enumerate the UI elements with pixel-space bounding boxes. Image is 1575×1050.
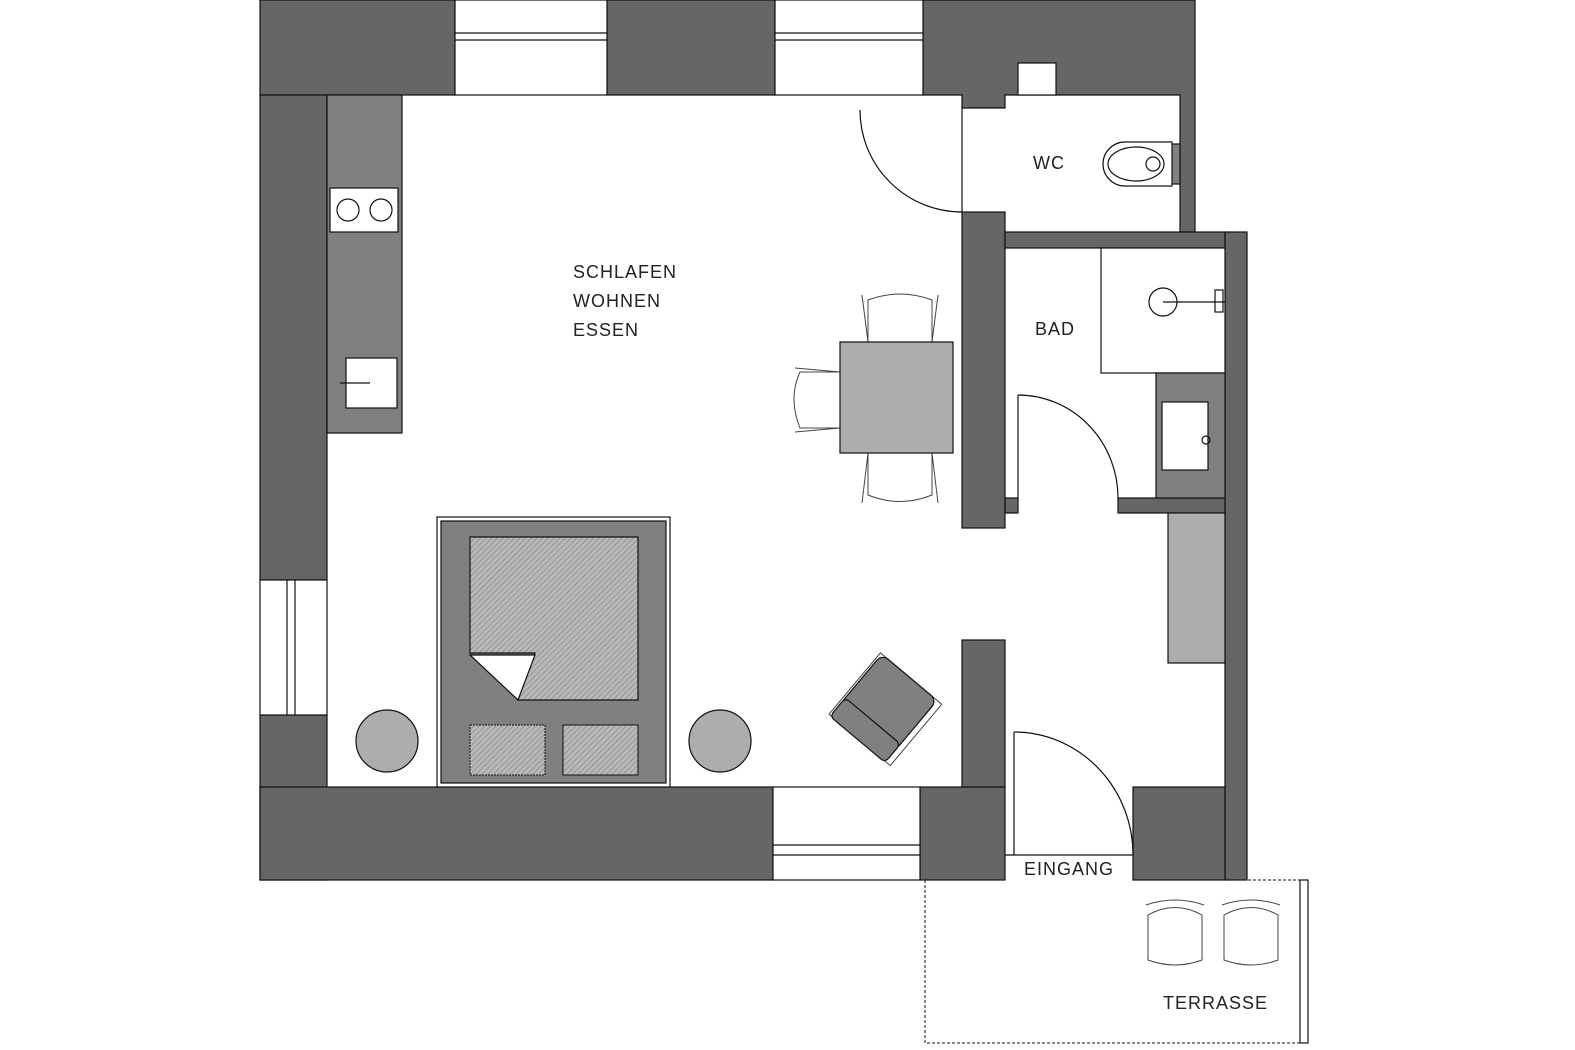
room-label-main-3: ESSEN [573,320,639,340]
terrace-chair-1 [1145,899,1205,966]
shower [1100,247,1226,374]
nightstand-left [355,709,419,773]
terrace [924,879,1309,1044]
walls [259,0,1248,881]
armchair [828,652,943,767]
bathroom-vanity [1155,372,1226,499]
kitchen-counter [326,94,403,434]
room-label-entrance: EINGANG [1024,859,1114,879]
room-label-main-2: WOHNEN [573,291,661,311]
doors [859,108,1134,856]
bed [436,516,671,788]
dining-set [793,293,954,504]
toilet [1102,141,1181,187]
room-label-main-1: SCHLAFEN [573,262,677,282]
room-label-bad: BAD [1035,319,1075,339]
wardrobe [1167,512,1226,664]
nightstand-right [688,709,752,773]
room-label-wc: WC [1033,153,1065,173]
room-label-terrace: TERRASSE [1163,993,1268,1013]
terrace-chair-2 [1221,899,1281,966]
windows [259,0,924,881]
